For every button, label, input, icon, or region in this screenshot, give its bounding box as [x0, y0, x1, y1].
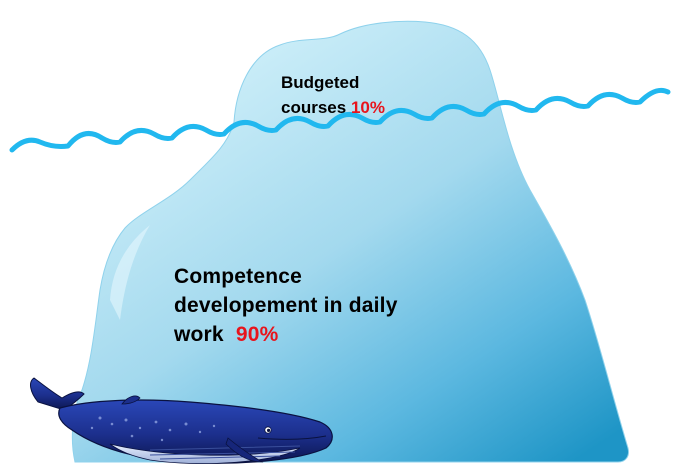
- water-waves: [9, 87, 671, 153]
- tip-percent: 10%: [350, 98, 385, 117]
- tip-label: Budgeted courses 10%: [281, 70, 385, 120]
- iceberg-highlight: [110, 225, 150, 320]
- tip-label-line1: Budgeted: [281, 73, 360, 92]
- base-label-text: work: [174, 323, 224, 346]
- base-label: Competence developement in daily work 90…: [174, 262, 398, 349]
- base-label-line3: work 90%: [174, 320, 398, 349]
- base-label-line1: Competence: [174, 265, 303, 288]
- base-percent: 90%: [235, 323, 279, 346]
- whale-icon: [30, 377, 333, 464]
- base-label-line2: developement in daily: [174, 294, 398, 317]
- tip-label-line2: courses 10%: [281, 95, 385, 120]
- tip-label-text: courses: [281, 98, 347, 117]
- iceberg-shape: [71, 20, 629, 463]
